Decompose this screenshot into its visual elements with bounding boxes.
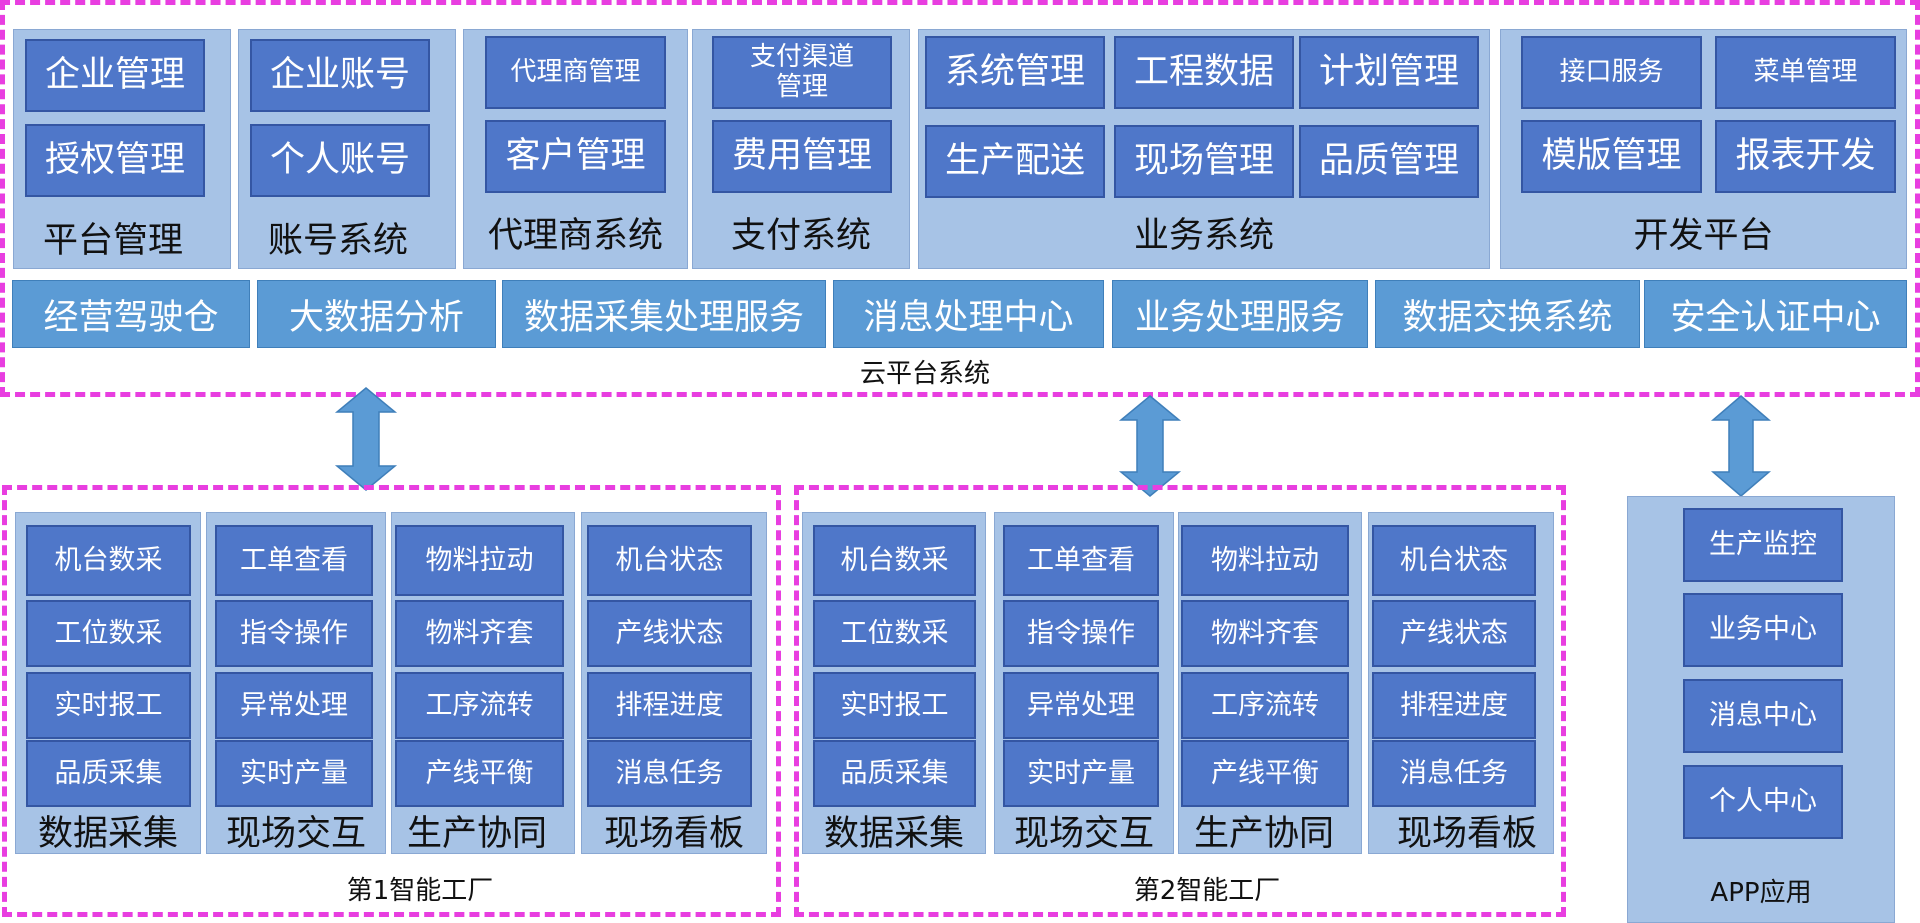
factory-2-schedule-progress-button[interactable]: 排程进度	[1372, 672, 1536, 739]
factory-1-line-balance-button[interactable]: 产线平衡	[395, 740, 564, 807]
system-management-button[interactable]: 系统管理	[925, 36, 1105, 109]
app-caption: APP应用	[1710, 878, 1812, 908]
business-system-label: 业务系统	[1133, 215, 1274, 256]
factory-1-caption: 第1智能工厂	[346, 876, 494, 906]
factory-2-material-pull-button[interactable]: 物料拉动	[1181, 525, 1349, 596]
payment-channel-management-button[interactable]: 支付渠道管理	[712, 36, 892, 109]
app-production-monitor-button[interactable]: 生产监控	[1683, 508, 1843, 582]
factory-1-message-task-button[interactable]: 消息任务	[587, 740, 752, 807]
factory-1-exception-button[interactable]: 异常处理	[215, 672, 373, 739]
factory-2-site-board-label: 现场看板	[1396, 813, 1537, 854]
factory-1-material-kitting-button[interactable]: 物料齐套	[395, 600, 564, 667]
factory-2-line-balance-button[interactable]: 产线平衡	[1181, 740, 1349, 807]
factory-2-exception-button[interactable]: 异常处理	[1003, 672, 1159, 739]
service-business-processing[interactable]: 业务处理服务	[1112, 280, 1368, 348]
platform-management-label: 平台管理	[42, 220, 183, 261]
factory-2-message-task-button[interactable]: 消息任务	[1372, 740, 1536, 807]
menu-management-button[interactable]: 菜单管理	[1715, 36, 1896, 109]
factory-2-frame	[794, 485, 1566, 917]
factory-2-machine-status-button[interactable]: 机台状态	[1372, 525, 1536, 596]
production-delivery-button[interactable]: 生产配送	[925, 125, 1105, 198]
factory-1-material-pull-button[interactable]: 物料拉动	[395, 525, 564, 596]
fee-management-button[interactable]: 费用管理	[712, 120, 892, 193]
factory-2-quality-collection-button[interactable]: 品质采集	[813, 740, 976, 807]
agent-management-button[interactable]: 代理商管理	[485, 36, 666, 109]
factory-1-quality-collection-button[interactable]: 品质采集	[26, 740, 191, 807]
personal-account-button[interactable]: 个人账号	[250, 124, 430, 197]
factory-1-station-data-button[interactable]: 工位数采	[26, 600, 191, 667]
factory-2-site-interaction-label: 现场交互	[1013, 813, 1154, 854]
authorization-management-button[interactable]: 授权管理	[25, 124, 205, 197]
service-message-processing-center[interactable]: 消息处理中心	[833, 280, 1104, 348]
factory-1-line-status-button[interactable]: 产线状态	[587, 600, 752, 667]
factory-1-machine-status-button[interactable]: 机台状态	[587, 525, 752, 596]
factory-2-caption: 第2智能工厂	[1133, 876, 1281, 906]
factory-2-machine-data-button[interactable]: 机台数采	[813, 525, 976, 596]
quality-management-button[interactable]: 品质管理	[1299, 125, 1479, 198]
factory-2-process-flow-button[interactable]: 工序流转	[1181, 672, 1349, 739]
factory-2-work-order-button[interactable]: 工单查看	[1003, 525, 1159, 596]
cloud-platform-caption: 云平台系统	[859, 359, 990, 389]
service-business-cockpit[interactable]: 经营驾驶仓	[12, 280, 250, 348]
factory-1-realtime-report-button[interactable]: 实时报工	[26, 672, 191, 739]
double-arrow-icon	[1118, 395, 1182, 497]
factory-1-production-collab-label: 生产协同	[406, 813, 547, 854]
factory-2-realtime-report-button[interactable]: 实时报工	[813, 672, 976, 739]
double-arrow-icon	[1710, 395, 1772, 497]
factory-1-machine-data-button[interactable]: 机台数采	[26, 525, 191, 596]
app-business-center-button[interactable]: 业务中心	[1683, 593, 1843, 667]
factory-1-frame	[2, 485, 781, 917]
factory-2-line-status-button[interactable]: 产线状态	[1372, 600, 1536, 667]
factory-2-realtime-output-button[interactable]: 实时产量	[1003, 740, 1159, 807]
service-big-data-analysis[interactable]: 大数据分析	[257, 280, 496, 348]
app-message-center-button[interactable]: 消息中心	[1683, 679, 1843, 753]
cloud-platform-frame	[0, 0, 1920, 397]
app-personal-center-button[interactable]: 个人中心	[1683, 765, 1843, 839]
factory-2-production-collab-label: 生产协同	[1193, 813, 1334, 854]
service-data-exchange-system[interactable]: 数据交换系统	[1375, 280, 1640, 348]
interface-service-button[interactable]: 接口服务	[1521, 36, 1702, 109]
development-platform-label: 开发平台	[1633, 215, 1774, 256]
factory-1-process-flow-button[interactable]: 工序流转	[395, 672, 564, 739]
service-data-collection-processing[interactable]: 数据采集处理服务	[502, 280, 826, 348]
double-arrow-icon	[334, 387, 398, 491]
factory-2-instruction-button[interactable]: 指令操作	[1003, 600, 1159, 667]
factory-1-work-order-button[interactable]: 工单查看	[215, 525, 373, 596]
factory-2-material-kitting-button[interactable]: 物料齐套	[1181, 600, 1349, 667]
factory-2-data-collection-label: 数据采集	[823, 813, 964, 854]
factory-1-site-interaction-label: 现场交互	[225, 813, 366, 854]
agent-system-label: 代理商系统	[487, 215, 663, 256]
plan-management-button[interactable]: 计划管理	[1299, 36, 1479, 109]
payment-system-label: 支付系统	[730, 215, 871, 256]
factory-2-station-data-button[interactable]: 工位数采	[813, 600, 976, 667]
enterprise-management-button[interactable]: 企业管理	[25, 39, 205, 112]
enterprise-account-button[interactable]: 企业账号	[250, 39, 430, 112]
template-management-button[interactable]: 模版管理	[1521, 120, 1702, 193]
customer-management-button[interactable]: 客户管理	[485, 120, 666, 193]
factory-1-data-collection-label: 数据采集	[37, 813, 178, 854]
account-system-label: 账号系统	[267, 220, 408, 261]
factory-1-instruction-button[interactable]: 指令操作	[215, 600, 373, 667]
service-security-auth-center[interactable]: 安全认证中心	[1644, 280, 1907, 348]
engineering-data-button[interactable]: 工程数据	[1114, 36, 1294, 109]
factory-1-realtime-output-button[interactable]: 实时产量	[215, 740, 373, 807]
report-development-button[interactable]: 报表开发	[1715, 120, 1896, 193]
factory-1-schedule-progress-button[interactable]: 排程进度	[587, 672, 752, 739]
site-management-button[interactable]: 现场管理	[1114, 125, 1294, 198]
factory-1-site-board-label: 现场看板	[603, 813, 744, 854]
